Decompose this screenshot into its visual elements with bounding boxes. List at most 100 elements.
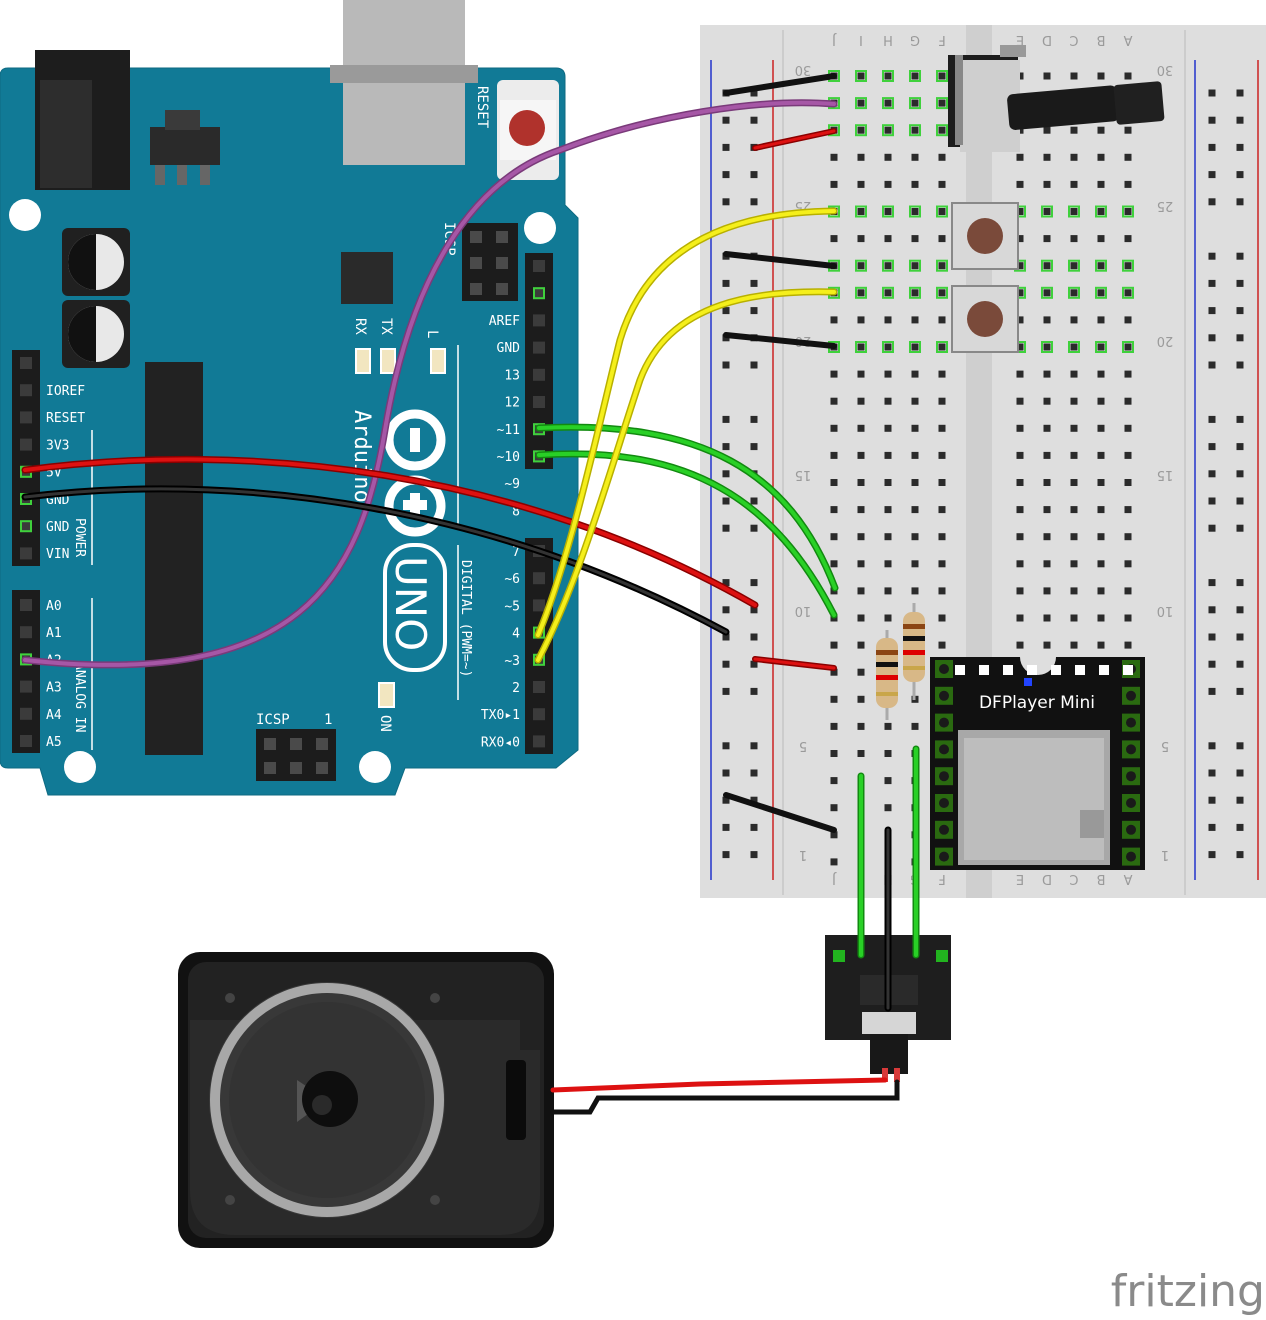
rail-hole bbox=[1236, 497, 1244, 505]
breadboard-hole bbox=[1070, 126, 1078, 134]
breadboard-hole bbox=[938, 343, 946, 351]
hole-highlight bbox=[909, 259, 921, 272]
hole-highlight bbox=[1122, 205, 1134, 218]
rail-hole bbox=[722, 361, 730, 369]
power-pin-label: GND bbox=[46, 520, 70, 535]
breadboard-hole bbox=[830, 153, 838, 161]
breadboard-hole bbox=[1016, 208, 1024, 215]
breadboard-hole bbox=[857, 99, 865, 107]
rail-hole bbox=[722, 579, 730, 587]
rail-hole bbox=[1236, 307, 1244, 315]
header-pin bbox=[533, 314, 545, 327]
breadboard-hole bbox=[1043, 614, 1051, 622]
breadboard-hole bbox=[884, 424, 892, 432]
hole-highlight bbox=[1095, 286, 1107, 299]
power-pin-label: IOREF bbox=[46, 384, 85, 399]
rail-hole bbox=[722, 307, 730, 315]
breadboard-hole bbox=[938, 370, 946, 378]
rail-hole bbox=[750, 769, 758, 777]
breadboard-hole bbox=[857, 614, 865, 622]
breadboard-hole bbox=[1016, 180, 1024, 188]
breadboard-hole bbox=[1070, 533, 1078, 541]
breadboard-hole bbox=[1070, 153, 1078, 161]
digital-pin-label: 8 bbox=[512, 504, 520, 519]
rail-hole bbox=[1208, 116, 1216, 124]
icsp-pin bbox=[470, 231, 482, 243]
breadboard-hole bbox=[1043, 451, 1051, 459]
jumper-black bbox=[723, 792, 837, 833]
rail-hole bbox=[1236, 633, 1244, 641]
capacitor-1 bbox=[62, 228, 130, 296]
rail-hole bbox=[750, 279, 758, 287]
breadboard-hole bbox=[830, 777, 838, 785]
header-pin bbox=[533, 599, 545, 612]
hole-highlight bbox=[882, 70, 894, 82]
resistor-1 bbox=[876, 630, 898, 720]
row-number: 1 bbox=[799, 847, 807, 862]
digital-pin-label: GND bbox=[497, 341, 521, 356]
breadboard-hole bbox=[911, 316, 919, 324]
breadboard-hole bbox=[857, 560, 865, 568]
rail-hole bbox=[1208, 252, 1216, 260]
wire-red-speaker bbox=[550, 1077, 888, 1093]
on-label: ON bbox=[377, 715, 393, 732]
column-letter: H bbox=[883, 32, 893, 47]
column-letter: D bbox=[1042, 871, 1052, 886]
rail-hole bbox=[722, 769, 730, 777]
breadboard-hole bbox=[1097, 180, 1105, 188]
power-pin-label: VIN bbox=[46, 547, 69, 562]
hole-highlight bbox=[882, 341, 894, 353]
breadboard-hole bbox=[830, 235, 838, 243]
rail-hole bbox=[1236, 116, 1244, 124]
rail-hole bbox=[750, 660, 758, 668]
hole-highlight bbox=[882, 286, 894, 299]
column-letter: A bbox=[1123, 871, 1132, 886]
breadboard-hole bbox=[857, 750, 865, 757]
row-number: 30 bbox=[1157, 62, 1174, 77]
hole-highlight bbox=[1122, 286, 1134, 299]
icsp-pin bbox=[264, 738, 276, 750]
header-pin bbox=[20, 735, 32, 747]
breadboard-hole bbox=[1070, 370, 1078, 378]
digital-section-label: DIGITAL (PWM=~) bbox=[458, 560, 473, 677]
hole-highlight bbox=[855, 286, 867, 299]
breadboard-hole bbox=[1016, 533, 1024, 541]
push-button-2[interactable] bbox=[951, 285, 1019, 353]
breadboard-hole bbox=[857, 424, 865, 432]
jumper-black bbox=[723, 73, 837, 96]
column-letter: C bbox=[1069, 871, 1078, 886]
rail-hole bbox=[1236, 687, 1244, 695]
push-button-1[interactable] bbox=[951, 202, 1019, 270]
breadboard-hole bbox=[911, 424, 919, 432]
pin-connected bbox=[533, 287, 545, 300]
row-number: 20 bbox=[1157, 333, 1174, 348]
analog-section-label: ANALOG IN bbox=[72, 662, 87, 732]
hole-highlight bbox=[882, 205, 894, 218]
rail-hole bbox=[1236, 334, 1244, 342]
breadboard-hole bbox=[884, 506, 892, 514]
rail-hole bbox=[722, 796, 730, 804]
breadboard-hole bbox=[1097, 316, 1105, 324]
digital-pin-label: 12 bbox=[504, 396, 520, 411]
pin-connected bbox=[20, 520, 32, 533]
rail-hole bbox=[750, 171, 758, 179]
header-pin bbox=[20, 707, 32, 720]
breadboard-hole bbox=[1043, 560, 1051, 568]
breadboard-hole bbox=[857, 208, 865, 215]
arduino-uno-board: RESET ICSP RX TX L Arduino UNO ON ICSP 1 bbox=[0, 0, 579, 796]
breadboard-hole bbox=[884, 722, 892, 730]
power-jack-inner bbox=[40, 80, 92, 188]
header-pin bbox=[533, 396, 545, 408]
breadboard-hole bbox=[830, 451, 838, 459]
breadboard-hole bbox=[1097, 262, 1105, 270]
dfplayer-label: DFPlayer Mini bbox=[979, 693, 1095, 713]
icsp-pin bbox=[290, 738, 302, 750]
rail-hole bbox=[722, 660, 730, 668]
breadboard-hole bbox=[1043, 180, 1051, 188]
potentiometer[interactable] bbox=[948, 45, 1165, 152]
rail-hole bbox=[722, 171, 730, 179]
breadboard-hole bbox=[938, 99, 946, 107]
breadboard-hole bbox=[857, 479, 865, 486]
breadboard-hole bbox=[830, 858, 838, 866]
